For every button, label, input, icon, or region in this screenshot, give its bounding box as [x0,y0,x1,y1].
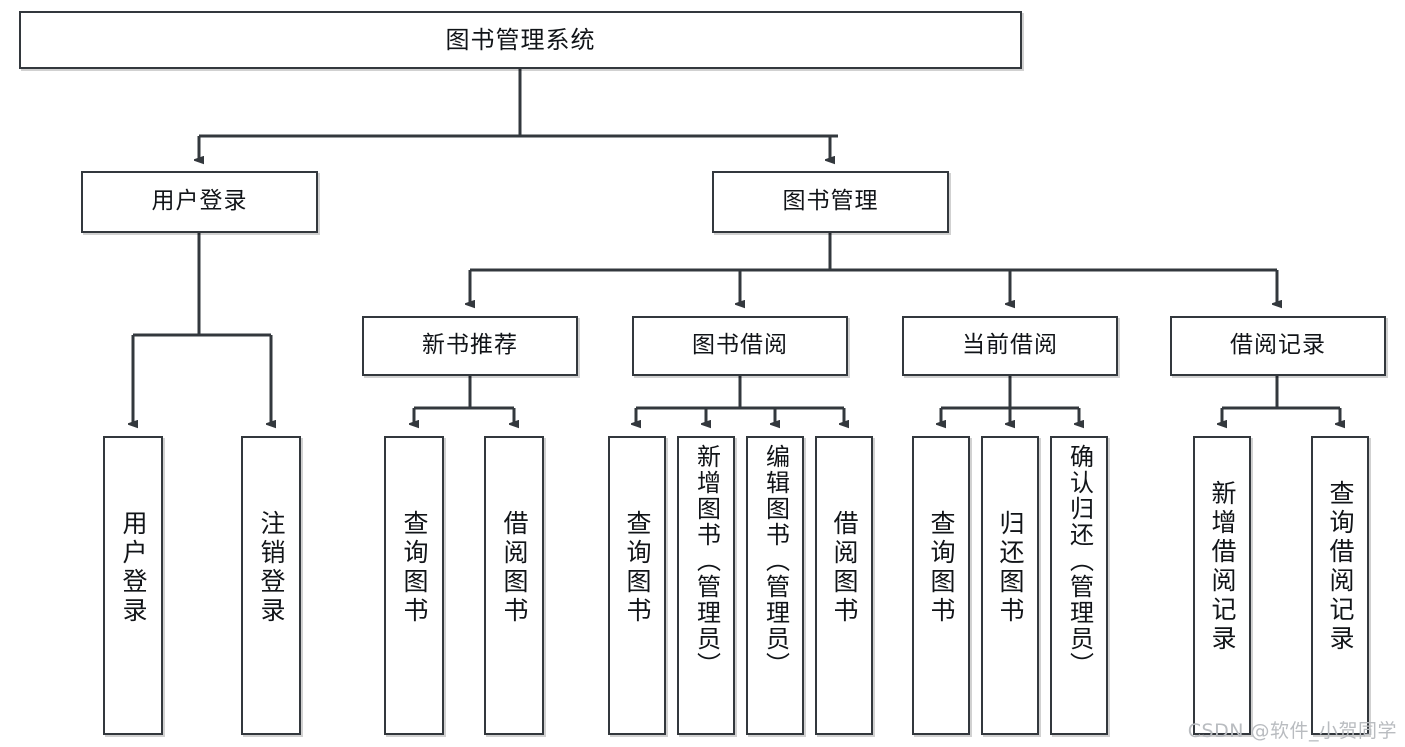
node-book-borrow-label: 图书借阅 [692,332,788,359]
node-leaf-query-book-3[interactable]: 查询图书 [912,436,970,735]
node-leaf-query-record[interactable]: 查询借阅记录 [1311,436,1369,735]
node-current-borrow-label: 当前借阅 [962,332,1058,359]
node-book-manage-label: 图书管理 [782,188,879,215]
node-leaf-user-login-label: 用户登录 [119,510,148,626]
node-leaf-confirm-return[interactable]: 确认归还（管理员） [1050,436,1108,735]
node-leaf-borrow-book-1-label: 借阅图书 [500,510,529,626]
node-leaf-user-login[interactable]: 用户登录 [103,436,163,735]
node-leaf-edit-book[interactable]: 编辑图书（管理员） [746,436,804,735]
node-leaf-borrow-book-2-label: 借阅图书 [830,510,859,626]
node-root-label: 图书管理系统 [445,25,596,54]
node-borrow-record-label: 借阅记录 [1230,332,1326,359]
node-leaf-query-book-3-label: 查询图书 [927,510,956,626]
node-leaf-query-record-label: 查询借阅记录 [1326,480,1355,654]
node-leaf-logout-label: 注销登录 [257,510,286,626]
node-new-book-recommend[interactable]: 新书推荐 [362,316,578,376]
node-user-login[interactable]: 用户登录 [81,171,318,233]
node-leaf-add-book-label: 新增图书（管理员） [692,444,721,678]
node-book-manage[interactable]: 图书管理 [712,171,949,233]
node-leaf-query-book-2[interactable]: 查询图书 [608,436,666,735]
node-leaf-query-book-2-label: 查询图书 [623,510,652,626]
node-leaf-borrow-book-1[interactable]: 借阅图书 [484,436,544,735]
node-leaf-borrow-book-2[interactable]: 借阅图书 [815,436,873,735]
csdn-watermark: CSDN @软件_小贺同学 [1187,720,1397,742]
node-leaf-edit-book-label: 编辑图书（管理员） [761,444,790,678]
node-leaf-return-book[interactable]: 归还图书 [981,436,1039,735]
node-leaf-add-book[interactable]: 新增图书（管理员） [677,436,735,735]
node-leaf-confirm-return-label: 确认归还（管理员） [1065,444,1094,678]
node-borrow-record[interactable]: 借阅记录 [1170,316,1386,376]
node-leaf-query-book-1-label: 查询图书 [400,510,429,626]
node-new-book-recommend-label: 新书推荐 [422,332,518,359]
node-user-login-label: 用户登录 [151,188,248,215]
node-leaf-query-book-1[interactable]: 查询图书 [384,436,444,735]
node-leaf-add-record[interactable]: 新增借阅记录 [1193,436,1251,735]
node-root[interactable]: 图书管理系统 [19,11,1022,69]
node-leaf-return-book-label: 归还图书 [996,510,1025,626]
node-current-borrow[interactable]: 当前借阅 [902,316,1118,376]
node-book-borrow[interactable]: 图书借阅 [632,316,848,376]
node-leaf-add-record-label: 新增借阅记录 [1208,480,1237,654]
node-leaf-logout[interactable]: 注销登录 [241,436,301,735]
